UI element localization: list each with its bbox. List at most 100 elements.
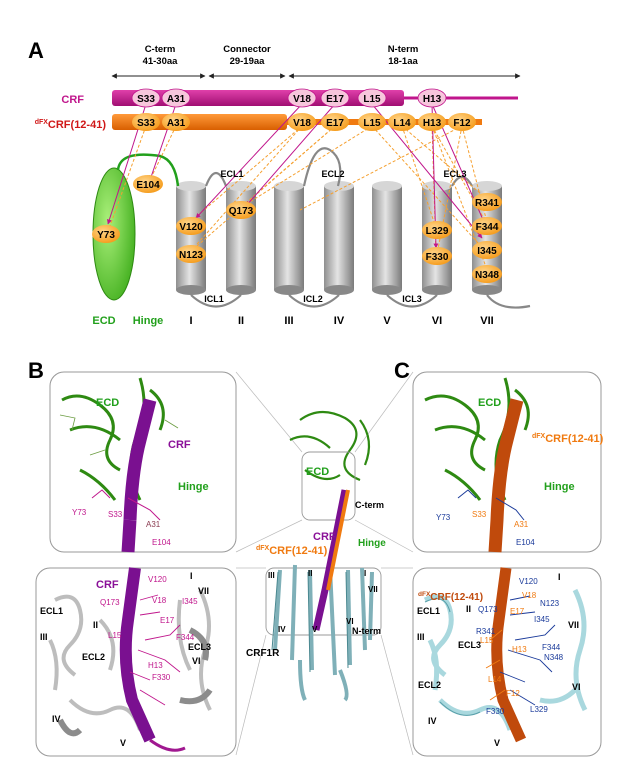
dfx-residue-f12-label: F12 bbox=[453, 118, 471, 129]
dfx-label-sup: dFX bbox=[35, 119, 49, 126]
dfx-residue-a31 bbox=[162, 113, 190, 131]
loop-label-ecl1: ECL1 bbox=[220, 169, 243, 179]
helix-label-6: VI bbox=[432, 315, 442, 327]
residue-a31-c: A31 bbox=[514, 520, 529, 529]
ecl2-loop bbox=[302, 147, 342, 187]
crf-residue-v18 bbox=[287, 88, 317, 108]
tm-label-v-b: V bbox=[120, 738, 126, 748]
dfx-label-main: CRF(12-41) bbox=[48, 119, 106, 131]
residue-q173-c: Q173 bbox=[478, 605, 498, 614]
tm-label-vi-b: VI bbox=[192, 656, 201, 666]
hinge-label-b: Hinge bbox=[178, 481, 209, 493]
center-helix-v: V bbox=[312, 625, 318, 634]
dfx-label-c-bottom: dFXCRF(12-41) bbox=[418, 591, 483, 603]
dfx-helix-c bbox=[488, 398, 524, 553]
residue-r341-c: R341 bbox=[476, 627, 496, 636]
contact-sticks-b-bottom bbox=[129, 594, 181, 706]
tm-helices bbox=[176, 181, 502, 295]
dfx-residue-v18-label: V18 bbox=[293, 118, 311, 129]
dfx-residue-f12 bbox=[448, 113, 476, 131]
receptor-outline-c bbox=[424, 598, 481, 716]
loop-label-ecl3: ECL3 bbox=[443, 169, 466, 179]
tm-label-vii-c: VII bbox=[568, 620, 579, 630]
residue-e104-b: E104 bbox=[152, 538, 171, 547]
center-dfx-main: CRF(12-41) bbox=[269, 545, 327, 557]
tm-label-vi-c: VI bbox=[572, 682, 581, 692]
dfx-residue-e17-label: E17 bbox=[326, 118, 344, 129]
crf-residue-a31 bbox=[161, 88, 191, 108]
residue-f344-b: F344 bbox=[176, 633, 195, 642]
receptor-residue-r341-label: R341 bbox=[475, 198, 499, 209]
dfx-label-c-top: dFXCRF(12-41) bbox=[532, 433, 604, 445]
dfx-residue-e17 bbox=[321, 113, 349, 131]
crf-residue-nodes: S33 A31 V18 E17 L15 H13 bbox=[131, 88, 447, 108]
receptor-residue-l329 bbox=[422, 221, 452, 239]
tm-label-iii-c: III bbox=[417, 632, 425, 642]
ecl1-loop bbox=[204, 171, 228, 187]
residue-f330-b: F330 bbox=[152, 673, 171, 682]
dfx-label: dFXCRF(12-41) bbox=[35, 119, 107, 131]
loop-label-ecl2-c: ECL2 bbox=[418, 680, 441, 690]
panel-b-top: ECD CRF Hinge Y73 S33 A31 E104 bbox=[49, 371, 237, 553]
center-dfx-label: dFXCRF(12-41) bbox=[256, 545, 328, 557]
loop-label-ecl1-c: ECL1 bbox=[417, 606, 440, 616]
panel-c-top: ECD dFXCRF(12-41) Hinge Y73 S33 A31 E104 bbox=[412, 371, 604, 553]
residue-s33-b: S33 bbox=[108, 510, 123, 519]
center-zoom-box-top bbox=[301, 451, 356, 521]
receptor-residue-n348 bbox=[472, 265, 502, 283]
residue-a31-b: A31 bbox=[146, 520, 161, 529]
region-n-term-range: 18-1aa bbox=[388, 56, 418, 67]
receptor-residue-n123-label: N123 bbox=[179, 250, 203, 261]
crf-residue-h13-label: H13 bbox=[423, 94, 442, 105]
contact-sticks-c-bottom bbox=[499, 595, 556, 706]
c-terminal-tail bbox=[486, 294, 531, 309]
helix-label-7: VII bbox=[480, 315, 493, 327]
crf-residue-l15 bbox=[357, 88, 387, 108]
center-receptor-label: CRF1R bbox=[246, 648, 280, 659]
residue-l14-c: L14 bbox=[488, 675, 502, 684]
region-c-term-range: 41-30aa bbox=[143, 56, 179, 67]
helix-label-2: II bbox=[238, 315, 244, 327]
receptor-residue-i345-label: I345 bbox=[477, 246, 497, 257]
tm-label-ii-b: II bbox=[93, 620, 98, 630]
loop-label-ecl2-b: ECL2 bbox=[82, 652, 105, 662]
loop-label-icl3: ICL3 bbox=[402, 294, 422, 304]
receptor-residue-i345 bbox=[472, 241, 502, 259]
receptor-residue-y73 bbox=[92, 225, 120, 243]
residue-i345-c: I345 bbox=[534, 615, 550, 624]
dfx-residue-h13-label: H13 bbox=[423, 118, 442, 129]
receptor-residue-n348-label: N348 bbox=[475, 270, 499, 281]
contact-sticks-b bbox=[91, 489, 161, 521]
helix-label-4: IV bbox=[334, 315, 345, 327]
center-structure: ECD C-term CRF dFXCRF(12-41) Hinge CRF1R… bbox=[246, 410, 386, 702]
crf-label-b-top: CRF bbox=[168, 439, 191, 451]
helix-label-1: I bbox=[189, 315, 192, 327]
tm-helix-4 bbox=[324, 181, 354, 295]
icl2-loop bbox=[288, 294, 340, 308]
peptide-sticks-c-bottom bbox=[485, 629, 506, 701]
tm-label-ii-c: II bbox=[466, 604, 471, 614]
crf-residue-l15-label: L15 bbox=[363, 94, 381, 105]
crf-residue-e17 bbox=[320, 88, 350, 108]
region-connector-range: 29-19aa bbox=[230, 56, 266, 67]
center-ecd-label: ECD bbox=[306, 466, 329, 478]
loop-label-ecl2: ECL2 bbox=[321, 169, 344, 179]
tm-label-v-c: V bbox=[494, 738, 500, 748]
receptor-residue-y73-label: Y73 bbox=[97, 230, 115, 241]
crf-label: CRF bbox=[61, 94, 84, 106]
center-helix-vii: VII bbox=[368, 585, 378, 594]
dfx-residue-a31-label: A31 bbox=[167, 118, 186, 129]
receptor-ribbons-c bbox=[423, 588, 588, 731]
dfx-helix-c-bottom bbox=[491, 567, 527, 743]
residue-s33-c: S33 bbox=[472, 510, 487, 519]
hinge-label: Hinge bbox=[133, 315, 164, 327]
loop-label-ecl3-b: ECL3 bbox=[188, 642, 211, 652]
crf-label-b-bottom: CRF bbox=[96, 579, 119, 591]
center-crf-label: CRF bbox=[313, 531, 336, 543]
loop-label-ecl3-c: ECL3 bbox=[458, 640, 481, 650]
center-helix-vi: VI bbox=[346, 617, 354, 626]
dfx-residue-s33-label: S33 bbox=[137, 118, 155, 129]
receptor-residue-nodes: E104 Y73 V120 N123 Q173 L329 F330 R341 F… bbox=[92, 175, 502, 283]
crf-residue-s33 bbox=[131, 88, 161, 108]
